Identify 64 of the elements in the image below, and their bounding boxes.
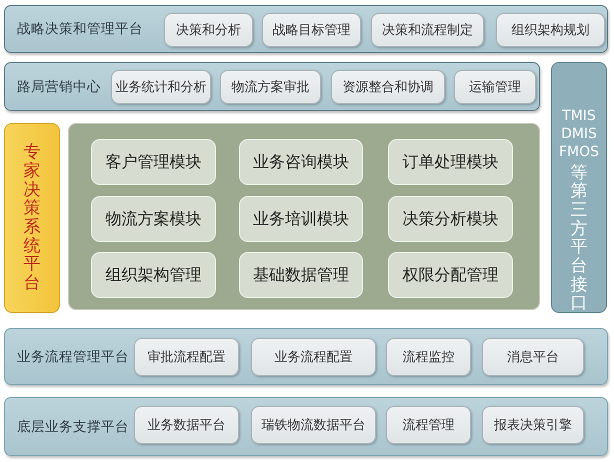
module-box <box>239 196 363 242</box>
vertical-title: 专家决策系统平台 <box>24 143 40 293</box>
platform-band <box>4 62 540 111</box>
system-names: TMIS DMIS FMOS <box>558 107 600 162</box>
box-label: 报表决策引擎 <box>494 417 572 434</box>
box-label: 业务统计和分析 <box>116 79 206 96</box>
function-box <box>386 338 471 376</box>
box-label: 消息平台 <box>507 349 559 366</box>
box-label: 物流方案审批 <box>232 79 310 96</box>
box-label: 决策分析模块 <box>402 208 498 230</box>
box-label: 运输管理 <box>469 79 521 96</box>
function-box <box>134 338 239 376</box>
box-label: 组织架构规划 <box>512 22 590 39</box>
platform-band <box>4 397 608 456</box>
band-title: 业务流程管理平台 <box>17 348 129 366</box>
function-box <box>251 406 376 444</box>
box-label: 资源整合和协调 <box>342 79 434 96</box>
band-title: 路局营销中心 <box>17 78 101 96</box>
function-box <box>454 70 536 104</box>
module-box <box>91 196 216 242</box>
function-box <box>482 338 584 376</box>
module-box <box>388 139 513 185</box>
function-box <box>164 13 253 47</box>
module-box <box>91 252 216 298</box>
module-box <box>239 139 363 185</box>
band-title: 底层业务支撑平台 <box>17 418 129 436</box>
platform-band <box>4 328 608 385</box>
box-label: 流程监控 <box>402 349 454 366</box>
module-box <box>388 252 513 298</box>
box-label: 组织架构管理 <box>106 264 202 286</box>
function-box <box>262 13 361 47</box>
box-label: 业务培训模块 <box>253 208 349 230</box>
module-box <box>239 252 363 298</box>
vertical-title: 等第三方平台接口 <box>570 164 588 314</box>
box-label: 基础数据管理 <box>253 264 349 286</box>
platform-band <box>4 5 608 53</box>
box-label: 客户管理模块 <box>106 152 202 172</box>
module-box <box>388 196 513 242</box>
module-panel <box>68 123 540 310</box>
box-label: 订单处理模块 <box>402 152 498 172</box>
box-label: 业务咨询模块 <box>253 152 349 172</box>
function-box <box>134 406 239 444</box>
module-box <box>91 139 216 185</box>
function-box <box>386 406 471 444</box>
box-label: 业务流程配置 <box>274 349 352 366</box>
box-label: 物流方案模块 <box>106 208 202 230</box>
box-label: 审批流程配置 <box>148 349 226 366</box>
function-box <box>482 406 584 444</box>
function-box <box>371 13 484 47</box>
box-label: 流程管理 <box>402 417 454 434</box>
function-box <box>251 338 376 376</box>
interface-panel <box>551 62 607 313</box>
box-label: 决策和流程制定 <box>382 22 473 39</box>
box-label: 权限分配管理 <box>402 264 498 286</box>
box-label: 瑞铁物流数据平台 <box>262 417 366 434</box>
function-box <box>111 70 211 104</box>
box-label: 决策和分析 <box>176 22 241 39</box>
band-title: 战略决策和管理平台 <box>17 20 143 38</box>
function-box <box>496 13 605 47</box>
box-label: 业务数据平台 <box>148 417 226 434</box>
function-box <box>331 70 445 104</box>
vertical-panel <box>4 123 60 313</box>
box-label: 战略目标管理 <box>272 22 350 39</box>
function-box <box>220 70 321 104</box>
